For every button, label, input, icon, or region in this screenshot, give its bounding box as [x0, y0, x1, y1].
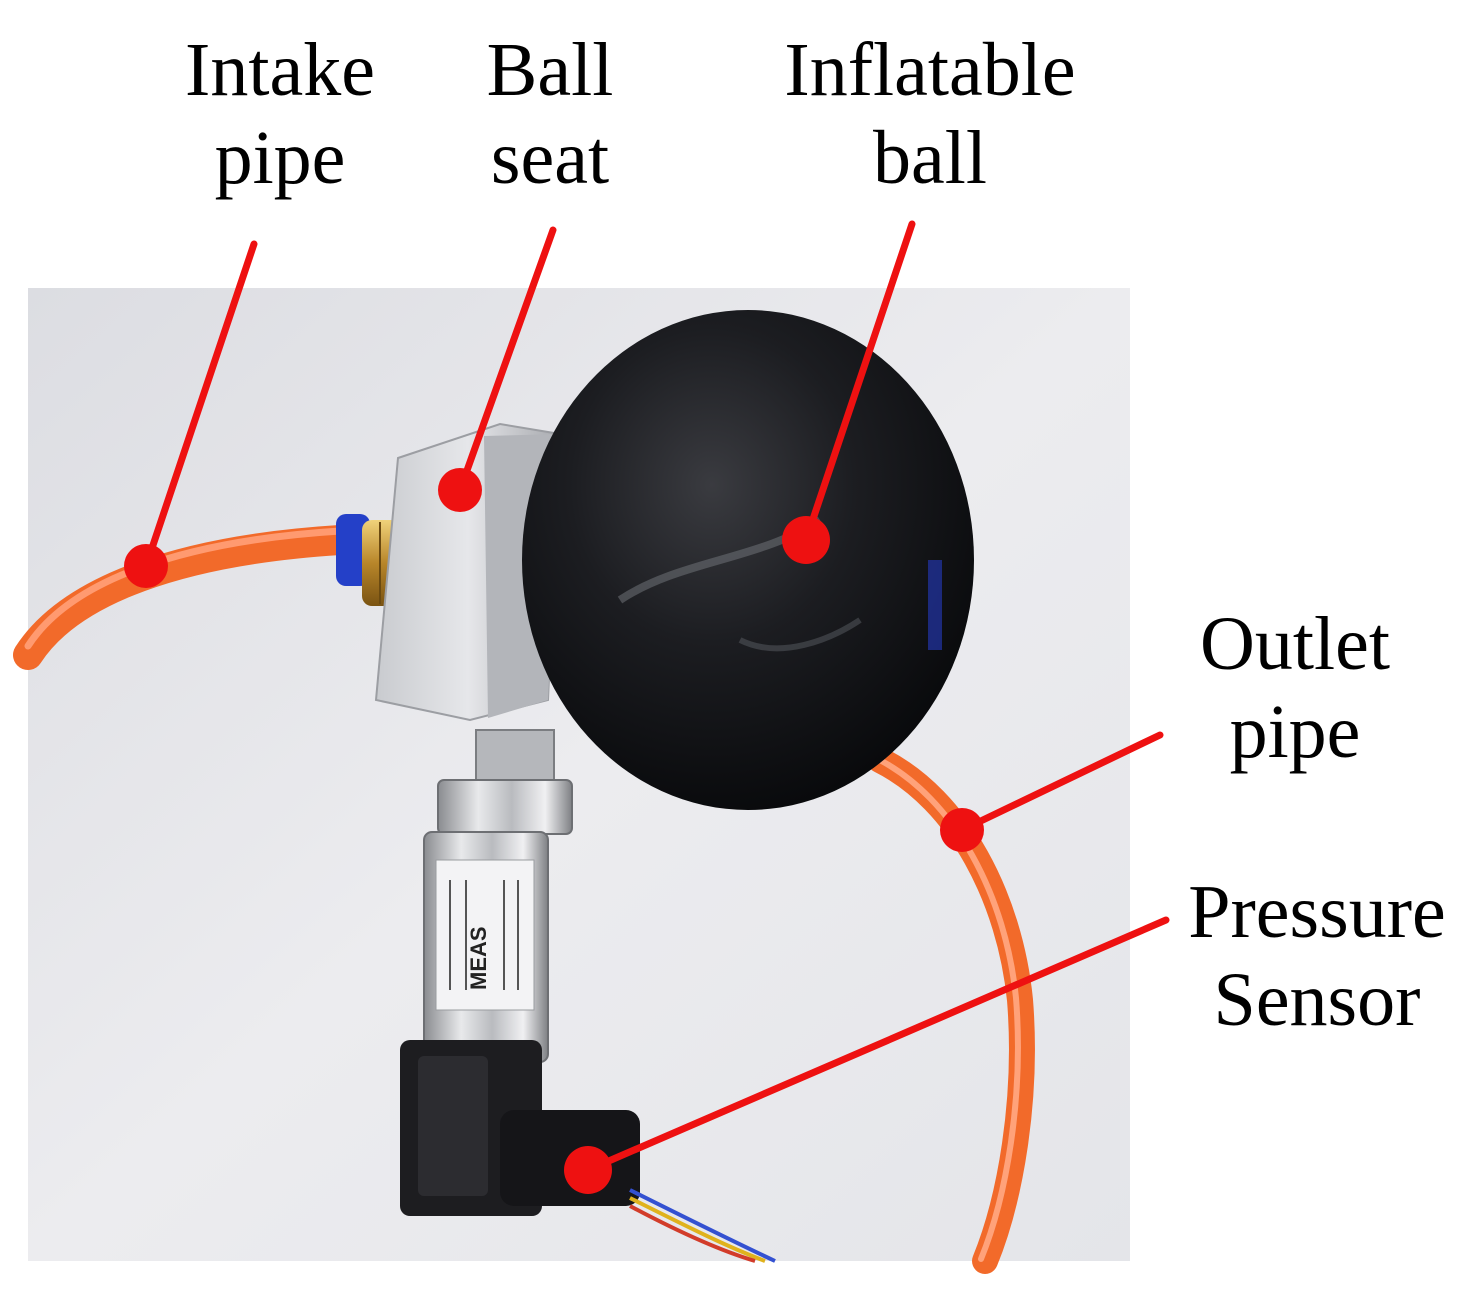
- pointer-ball-seat: [456, 226, 557, 494]
- label-inflatable-ball-line2: ball: [873, 116, 987, 200]
- label-inflatable-ball-line1: Inflatable: [784, 28, 1076, 112]
- pointer-outlet-pipe: [958, 731, 1164, 834]
- sensor-marking: MEAS: [466, 926, 491, 990]
- label-sensor-line1: Pressure: [1188, 870, 1446, 954]
- dot-inflatable-ball: [782, 516, 830, 564]
- dot-outlet-pipe: [940, 808, 984, 852]
- label-sensor-line2: Sensor: [1213, 958, 1421, 1042]
- label-outlet-pipe: Outlet pipe: [1160, 600, 1430, 776]
- dot-intake-pipe: [124, 544, 168, 588]
- label-outlet-line2: pipe: [1229, 690, 1361, 774]
- sensor-cable: [629, 1188, 776, 1263]
- dot-ball-seat: [438, 468, 482, 512]
- pointer-inflatable-ball: [802, 220, 916, 544]
- label-ball-seat-line1: Ball: [486, 28, 614, 112]
- sensor-neck: [475, 729, 555, 787]
- label-outlet-line1: Outlet: [1200, 602, 1390, 686]
- label-ball-seat-line2: seat: [490, 116, 610, 200]
- label-intake-line2: pipe: [214, 116, 346, 200]
- label-intake-line1: Intake: [185, 28, 375, 112]
- label-pressure-sensor: Pressure Sensor: [1170, 868, 1464, 1044]
- pointer-pressure-sensor: [584, 916, 1170, 1174]
- blue-collar: [336, 514, 370, 586]
- label-intake-pipe: Intake pipe: [140, 26, 420, 202]
- label-ball-seat: Ball seat: [430, 26, 670, 202]
- pointers: [142, 220, 1170, 1174]
- sensor-hex-nut: [437, 779, 573, 835]
- inflatable-ball: [522, 310, 974, 810]
- pointer-intake-pipe: [142, 240, 258, 570]
- label-inflatable-ball: Inflatable ball: [760, 26, 1100, 202]
- pointer-dots: [124, 468, 984, 1194]
- dot-pressure-sensor: [564, 1146, 612, 1194]
